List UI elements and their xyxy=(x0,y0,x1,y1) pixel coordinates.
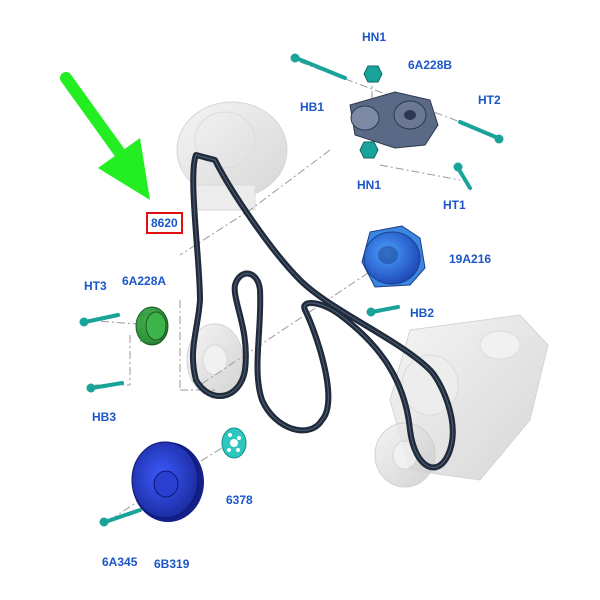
nut-hn1-top xyxy=(363,65,383,83)
label-6a345[interactable]: 6A345 xyxy=(102,555,138,569)
label-ht3[interactable]: HT3 xyxy=(84,279,107,293)
bolt-hb2 xyxy=(366,305,400,317)
bolt-ht3 xyxy=(79,313,120,327)
label-hn1-bottom[interactable]: HN1 xyxy=(357,178,382,192)
bolt-hb1 xyxy=(290,53,347,80)
bolt-ht2 xyxy=(458,120,504,144)
drive-belt xyxy=(189,152,456,471)
label-ht2[interactable]: HT2 xyxy=(478,93,501,107)
tensioner-pulley-ghost xyxy=(186,323,244,397)
belt-part-label[interactable]: 8620 xyxy=(146,212,183,234)
idler-pulley xyxy=(135,306,169,346)
crank-pulley xyxy=(131,441,204,522)
label-hb2[interactable]: HB2 xyxy=(410,306,435,320)
label-6378[interactable]: 6378 xyxy=(226,493,253,507)
label-hb1[interactable]: HB1 xyxy=(300,100,325,114)
label-hn1-top[interactable]: HN1 xyxy=(362,30,387,44)
label-6a228b[interactable]: 6A228B xyxy=(408,58,453,72)
green-arrow-icon xyxy=(60,72,150,200)
label-19a216[interactable]: 19A216 xyxy=(449,252,492,266)
tensioner-assembly xyxy=(349,91,439,149)
lower-pulley-ghost xyxy=(374,422,436,488)
label-ht1[interactable]: HT1 xyxy=(443,198,466,212)
crank-washer xyxy=(221,427,247,459)
bolt-6a345 xyxy=(99,508,142,527)
bolt-ht1 xyxy=(453,162,472,190)
water-pump-pulley xyxy=(361,225,426,288)
nut-hn1-bottom xyxy=(359,141,379,159)
label-hb3[interactable]: HB3 xyxy=(92,410,117,424)
label-6b319[interactable]: 6B319 xyxy=(154,557,190,571)
bolt-hb3 xyxy=(86,381,124,393)
alternator-ghost xyxy=(176,101,288,211)
label-6a228a[interactable]: 6A228A xyxy=(122,274,167,288)
